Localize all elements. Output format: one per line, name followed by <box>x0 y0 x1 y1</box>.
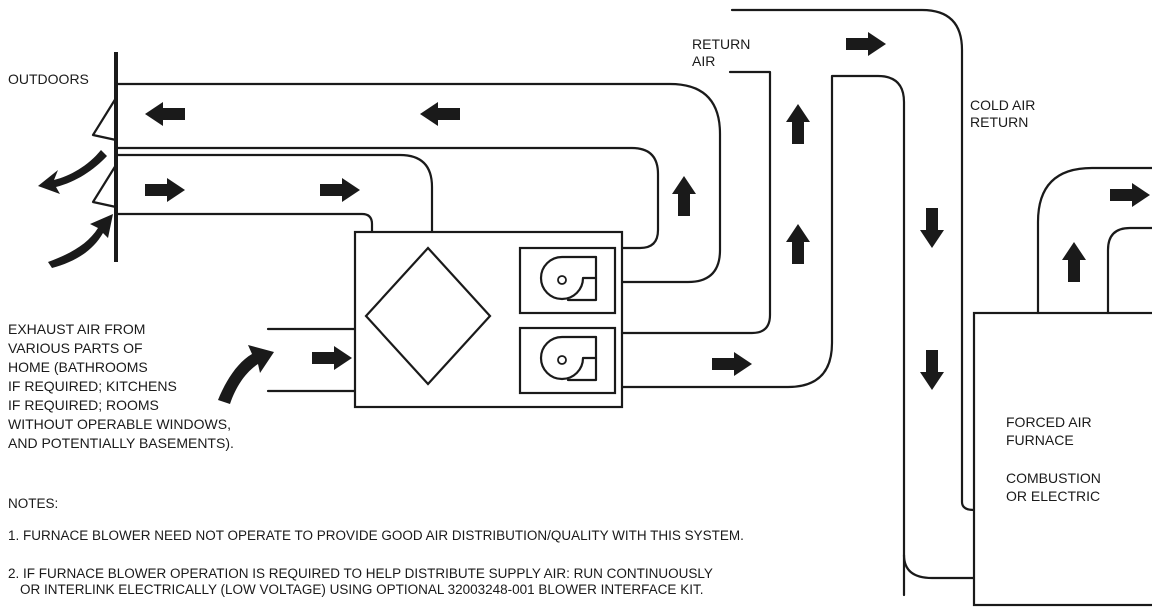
note-2-line1: 2. IF FURNACE BLOWER OPERATION IS REQUIR… <box>8 566 713 581</box>
furnace-cabinet <box>972 311 1152 607</box>
arrow-right-icon <box>145 178 185 202</box>
furnace <box>972 166 1152 607</box>
arrow-down-icon <box>920 350 944 390</box>
outdoors-label: OUTDOORS <box>8 71 89 87</box>
exhaust-air-label-line4: IF REQUIRED; KITCHENS <box>8 378 177 394</box>
intake-in-curved-arrow <box>48 214 113 268</box>
supply-to-return-duct <box>620 70 906 597</box>
arrow-up-icon <box>786 224 810 264</box>
arrow-right-icon <box>846 32 886 56</box>
furnace-label-line1: FORCED AIR <box>1006 414 1092 430</box>
arrow-down-icon <box>920 208 944 248</box>
return-air-label-line2: AIR <box>692 53 715 69</box>
supply-plenum-inner <box>1106 226 1152 315</box>
arrow-right-icon <box>712 352 752 376</box>
labels: OUTDOORS RETURN AIR COLD AIR RETURN EXHA… <box>8 36 1101 504</box>
cold-air-return-label-line2: RETURN <box>970 114 1028 130</box>
exhaust-air-label-line3: HOME (BATHROOMS <box>8 359 148 375</box>
note-1: 1. FURNACE BLOWER NEED NOT OPERATE TO PR… <box>8 528 744 543</box>
arrow-up-icon <box>672 176 696 216</box>
supply-blower-icon <box>539 335 598 382</box>
cold-air-return-duct <box>730 8 976 580</box>
supply-blower-box <box>518 326 617 395</box>
cold-air-return-label-line1: COLD AIR <box>970 97 1035 113</box>
notes-heading: NOTES: <box>8 496 58 511</box>
notes: NOTES: 1. FURNACE BLOWER NEED NOT OPERAT… <box>8 496 744 597</box>
heat-exchanger-core <box>364 246 492 386</box>
supply-plenum-outer <box>1036 166 1152 315</box>
exhaust-outdoor-duct <box>114 82 722 284</box>
exhaust-air-label-line2: VARIOUS PARTS OF <box>8 340 143 356</box>
flow-arrows <box>145 32 1150 404</box>
exhaust-blower-icon <box>539 255 598 302</box>
exhaust-air-label-line5: IF REQUIRED; ROOMS <box>8 397 159 413</box>
exhaust-air-label-line7: AND POTENTIALLY BASEMENTS). <box>8 435 234 451</box>
fresh-air-intake-duct <box>114 153 434 234</box>
furnace-label-line2: FURNACE <box>1006 432 1074 448</box>
exhaust-blower-box <box>518 246 617 315</box>
arrow-right-icon <box>320 178 360 202</box>
return-air-label-line1: RETURN <box>692 36 750 52</box>
arrow-up-icon <box>1062 242 1086 282</box>
furnace-type-label-line1: COMBUSTION <box>1006 470 1101 486</box>
outdoor-airflow-arrows <box>38 150 113 268</box>
furnace-type-label-line2: OR ELECTRIC <box>1006 488 1100 504</box>
arrow-left-icon <box>145 102 185 126</box>
arrow-right-icon <box>312 346 352 370</box>
exhaust-from-home-duct <box>266 327 357 393</box>
outdoor-wall <box>91 52 118 262</box>
note-2-line2: OR INTERLINK ELECTRICALLY (LOW VOLTAGE) … <box>20 582 703 597</box>
exhaust-in-curved-arrow <box>218 345 274 404</box>
exhaust-air-label-line6: WITHOUT OPERABLE WINDOWS, <box>8 416 231 432</box>
arrow-right-icon <box>1110 183 1150 207</box>
hrv-unit <box>353 230 624 409</box>
arrow-up-icon <box>786 104 810 144</box>
exhaust-air-label-line1: EXHAUST AIR FROM <box>8 321 145 337</box>
arrow-left-icon <box>420 102 460 126</box>
exhaust-out-curved-arrow <box>38 150 107 194</box>
